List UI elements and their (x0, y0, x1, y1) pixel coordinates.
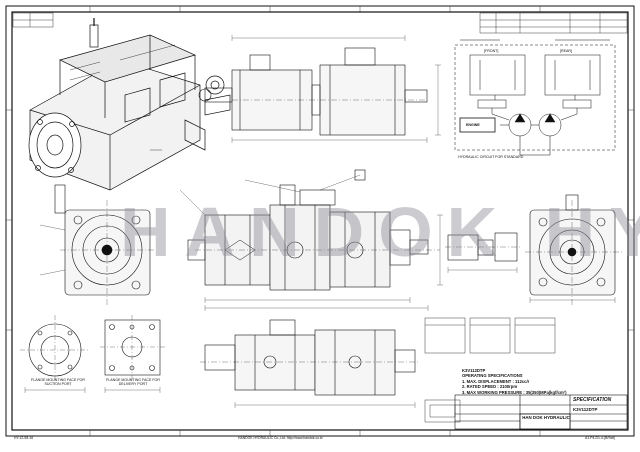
footer-left-code: HY-12-98-16 (14, 436, 34, 440)
engine-label: ENGINE (466, 123, 480, 127)
revision-stamp (12, 12, 54, 28)
footer-company-url: HANDOK HYDRAULIC Co.,Ltd. http://www.han… (238, 436, 323, 440)
circuit-front-label: [FRONT] (484, 49, 499, 53)
delivery-flange (100, 315, 165, 393)
delivery-flange-caption: FLANGE MOUNTING FACE FOR DELIVERY PORT (106, 378, 160, 387)
outer-border (5, 5, 635, 437)
suction-flange-caption: FLANGE MOUNTING FACE FOR SUCTION PORT (31, 378, 85, 387)
side-view-pump (179, 169, 443, 311)
spec-item: 2. RATED SPEED : 2100rpm (462, 384, 518, 390)
spec-item: 3. MAX WORKING PRESSURE : 35(350)MPa(kgf… (462, 389, 567, 395)
spec-model: K3V112DTP (462, 368, 486, 373)
bottom-view-pump (200, 319, 420, 408)
circuit-caption: HYDRAULIC CIRCUIT FOR STANDARD (458, 155, 524, 159)
shaft-detail (445, 232, 520, 273)
spec-item: 1. MAX. DISPLACEMENT : 112cc/r (462, 378, 530, 384)
hydraulic-circuit (454, 39, 616, 156)
zone-ticks (6, 6, 634, 436)
operating-specifications: K3V112DTP OPERATING SPECIFICATIONS 1. MA… (462, 368, 566, 395)
footer-right-code: A1-P4-D1-4-(B/Sell) (585, 436, 616, 440)
part-number: K3V112DTP (573, 407, 598, 412)
circuit-rear-label: [REAR] (560, 49, 572, 53)
front-end-view (39, 184, 155, 305)
company-name: HAN DOK HYDRAULIC (522, 415, 570, 420)
port-spec-tables (424, 317, 556, 423)
title-block-frame (454, 394, 628, 430)
watermark-text: HANDOK HY (120, 193, 640, 271)
revision-table (479, 12, 628, 34)
suction-flange (20, 315, 90, 393)
isometric-pump-view (28, 18, 231, 191)
drawing-title: SPECIFICATION (573, 397, 612, 403)
spec-heading: OPERATING SPECIFICATIONS (462, 373, 523, 379)
rear-end-view (525, 194, 622, 305)
top-view-pump (198, 35, 441, 143)
